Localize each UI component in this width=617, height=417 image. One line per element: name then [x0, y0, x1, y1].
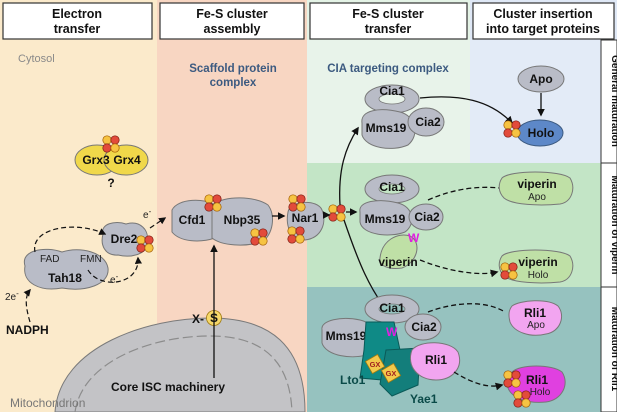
rli1-holo-name: Rli1 [526, 373, 548, 387]
gx-box-right [380, 362, 402, 384]
cia2-shape-viperin [408, 203, 444, 231]
cfd1-label: Cfd1 [179, 213, 206, 227]
rli1-label-complex: Rli1 [425, 353, 447, 367]
two-e-label: 2e- [5, 289, 19, 303]
viperin-apo-shape [498, 171, 574, 206]
viperin-shape-complex [379, 234, 418, 269]
cia1-hole-general [378, 93, 406, 105]
cia1-label-viperin: Cia1 [379, 180, 405, 194]
branch-arrow-general [339, 126, 359, 206]
nadph-electron-arrow [23, 288, 31, 323]
general-to-holo-arrow [419, 96, 514, 125]
header-insertion-line1: Cluster insertion [493, 7, 592, 21]
gx-label-left: GX [370, 360, 381, 369]
apo-label: Apo [529, 72, 552, 86]
header-assembly-box [159, 2, 305, 40]
rli1-holo-state: Holo [530, 387, 551, 398]
yae1-label: Yae1 [410, 392, 438, 406]
header-assembly-line2: assembly [204, 22, 261, 36]
tah18-label: Tah18 [48, 271, 82, 285]
gx-label-right: GX [386, 369, 397, 378]
core-isc-label: Core ISC machinery [111, 380, 225, 394]
cia2-shape-general [407, 107, 445, 137]
mitochondrion-inner-membrane [74, 335, 293, 413]
cia2-shape-rli1 [404, 313, 442, 341]
tah18-shape [23, 248, 109, 290]
header-transfer-line2: transfer [365, 22, 412, 36]
mms19-label-general: Mms19 [366, 121, 407, 135]
fmn-to-dre2-arrow [87, 256, 143, 283]
viperin-holo-state: Holo [528, 270, 549, 281]
scaffold-label-line2: complex [210, 77, 257, 89]
viperin-apo-connector [427, 186, 501, 201]
fad-to-dre2-arrow [34, 226, 107, 253]
rli1-apo-name: Rli1 [524, 306, 546, 320]
w-motif-rli1: W [386, 325, 398, 339]
rli1-apo-connector [427, 303, 506, 313]
holo-label: Holo [528, 126, 555, 140]
cia1-label-rli1: Cia1 [379, 301, 405, 315]
lto1-label: Lto1 [340, 373, 366, 387]
nadph-label: NADPH [6, 323, 49, 337]
scaffold-label-line1: Scaffold protein [189, 63, 277, 75]
rli1-shape-complex [410, 342, 460, 381]
header-electron-box [2, 2, 153, 40]
header-electron-line2: transfer [54, 22, 101, 36]
cia2-label-general: Cia2 [415, 115, 441, 129]
apo-shape [517, 65, 565, 93]
mitochondrion-label: Mitochondrion [10, 396, 85, 410]
grx3-label: Grx3 [82, 153, 110, 167]
cia-complex-label: CIA targeting complex [327, 63, 449, 75]
viperin-holo-name: viperin [518, 255, 557, 269]
w-motif-viperin: W [408, 231, 420, 245]
viperin-holo-shape [498, 249, 574, 284]
cia1-hole-rli1 [378, 303, 406, 315]
header-electron-line1: Electron [52, 7, 102, 21]
fmn-label: FMN [80, 254, 102, 265]
gx-box-left [364, 353, 386, 375]
dre2-to-scaffold-arrow [149, 217, 167, 229]
grx-question-mark: ? [107, 176, 114, 190]
viperin-to-holo-arrow [419, 259, 499, 278]
viperin-label-complex: viperin [378, 255, 417, 269]
mms19-label-viperin: Mms19 [365, 212, 406, 226]
side-label-general: General maturation [609, 55, 617, 147]
fad-label: FAD [40, 254, 59, 265]
grx4-label: Grx4 [113, 153, 141, 167]
side-label-viperin: Maturation of viperin [609, 176, 617, 275]
e-minus-label-lower: e- [110, 272, 119, 286]
nbp35-label: Nbp35 [224, 213, 261, 227]
header-insertion-box [472, 2, 615, 40]
header-assembly-line1: Fe-S cluster [196, 7, 268, 21]
xs-prefix: X- [192, 312, 204, 326]
cia2-label-rli1: Cia2 [411, 320, 437, 334]
header-insertion-line2: into target proteins [486, 22, 600, 36]
mms19-label-rli1: Mms19 [326, 329, 367, 343]
cia1-hole-viperin [378, 183, 406, 195]
side-label-rli1: Maturation of Rli1 [609, 307, 617, 392]
rli1-apo-shape [508, 300, 562, 336]
rli1-apo-state: Apo [527, 320, 545, 331]
dre2-label: Dre2 [111, 232, 138, 246]
header-transfer-box [309, 2, 468, 40]
e-minus-label-upper: e- [143, 207, 152, 221]
cia1-label-general: Cia1 [379, 84, 405, 98]
viperin-apo-name: viperin [517, 177, 556, 191]
cytosol-label: Cytosol [18, 53, 55, 65]
header-transfer-line1: Fe-S cluster [352, 7, 424, 21]
viperin-apo-state: Apo [528, 192, 546, 203]
cia2-label-viperin: Cia2 [414, 210, 440, 224]
nar1-label: Nar1 [292, 211, 319, 225]
